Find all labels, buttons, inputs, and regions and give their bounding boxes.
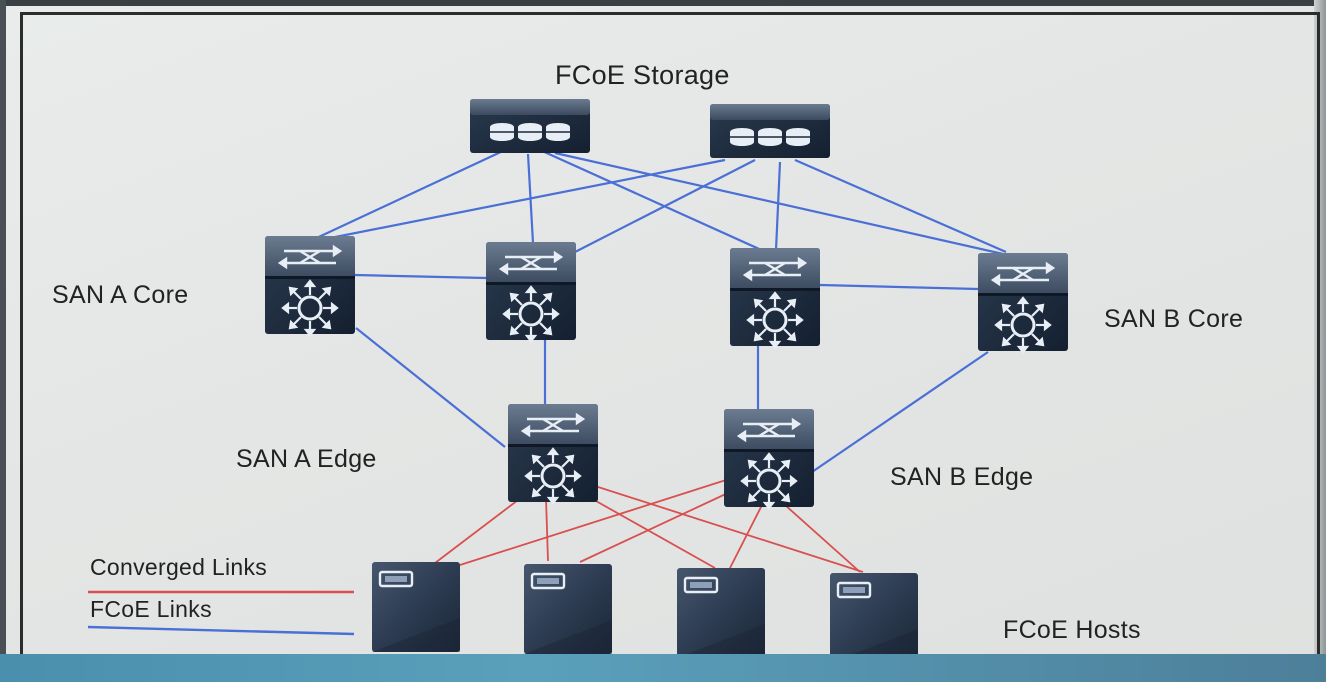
link-bcore2-bedge <box>811 351 989 473</box>
legend-converged-label: Converged Links <box>90 554 268 580</box>
link-aedge-host1 <box>434 496 523 564</box>
diagram-title: FCoE Storage <box>555 60 730 90</box>
monitor-bezel-top <box>0 0 1326 6</box>
label-san-b-core: SAN B Core <box>1104 305 1244 333</box>
slide-frame <box>20 12 1320 654</box>
fcoe-host-3 <box>675 566 767 660</box>
link-storage2-acore2 <box>574 159 756 253</box>
link-bcore1-bcore2 <box>819 283 979 291</box>
san-b-core-switch-1 <box>730 248 820 347</box>
link-storage1-bcore1 <box>539 148 769 255</box>
link-aedge-host2 <box>545 497 549 562</box>
fcoe-links <box>307 148 1007 473</box>
link-bedge-host4 <box>784 504 861 573</box>
legend-fcoe-swatch <box>87 625 355 636</box>
link-acore1-aedge <box>355 327 506 448</box>
label-fcoe-hosts: FCoE Hosts <box>1003 616 1141 644</box>
san-a-edge-switch <box>508 404 598 503</box>
san-b-edge-switch <box>724 409 814 508</box>
link-bedge-host1 <box>459 479 727 566</box>
fcoe-host-1 <box>370 560 462 654</box>
label-san-b-edge: SAN B Edge <box>890 463 1034 491</box>
link-storage1-acore1 <box>307 149 506 243</box>
taskbar-band <box>0 654 1326 682</box>
san-a-core-switch-1 <box>265 236 355 335</box>
link-bedge-host3 <box>729 504 763 569</box>
label-san-a-edge: SAN A Edge <box>236 445 377 473</box>
monitor-bezel-left <box>0 0 6 682</box>
san-a-core-switch-2 <box>486 242 576 341</box>
link-storage2-bcore1 <box>774 161 782 251</box>
link-aedge-host4 <box>594 485 864 573</box>
legend-fcoe-label: FCoE Links <box>90 596 212 622</box>
link-acore1-acore2 <box>354 273 487 280</box>
label-san-a-core: SAN A Core <box>52 281 189 309</box>
converged-links <box>434 479 864 573</box>
fcoe-host-2 <box>522 562 614 656</box>
san-b-core-switch-2 <box>978 253 1068 352</box>
fcoe-host-4 <box>828 571 920 665</box>
storage-array-1 <box>469 98 591 154</box>
storage-array-2 <box>709 103 831 159</box>
link-bedge-host2 <box>579 491 731 563</box>
link-storage2-acore1 <box>309 158 726 244</box>
link-storage2-bcore2 <box>794 158 1007 254</box>
